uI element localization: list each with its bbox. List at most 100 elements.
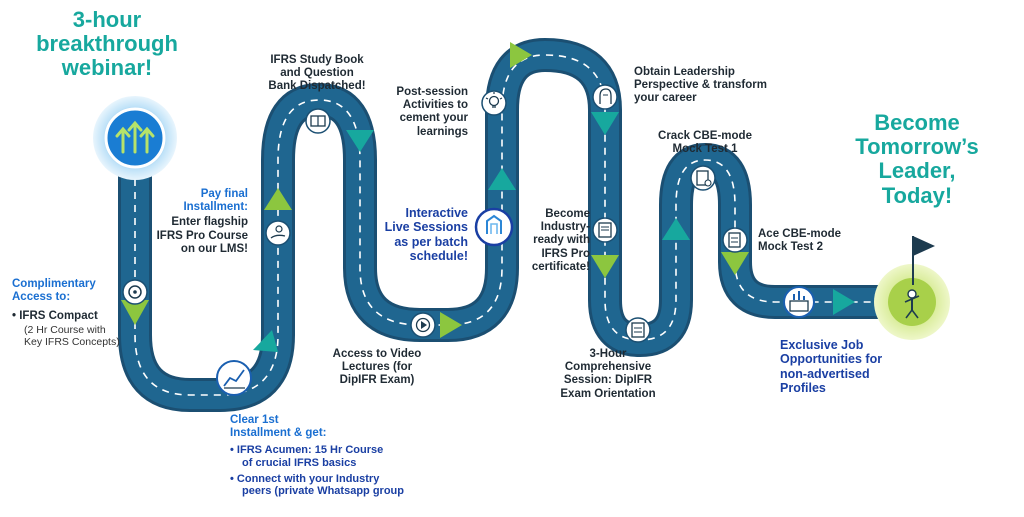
step-line: Mock Test 1 <box>672 143 738 156</box>
step-heading: Pay final <box>200 188 248 200</box>
book-icon <box>305 108 331 134</box>
step-bullet: peers (private Whatsapp group <box>242 485 404 498</box>
step-line: Interactive <box>405 206 468 220</box>
accent-chevron <box>121 300 149 325</box>
step-live: Interactive Live Sessions as per batch s… <box>376 206 468 264</box>
step-heading: Access to: <box>12 291 71 304</box>
step-line: Bank Dispatched! <box>268 80 366 93</box>
step-line: Become <box>545 208 590 220</box>
step-line: Lectures (for <box>341 361 413 374</box>
step-heading: Complimentary <box>12 278 96 290</box>
chart-icon <box>216 360 252 396</box>
step-mock-test-2: Ace CBE-mode Mock Test 2 <box>758 228 841 254</box>
accent-chevron <box>662 218 690 240</box>
accent-chevron <box>721 252 749 275</box>
step-post-session: Post-session Activities to cement your l… <box>390 86 468 139</box>
step-line: IFRS Study Book <box>270 54 364 66</box>
accent-chevron <box>264 188 292 210</box>
live-logo-icon <box>474 207 514 247</box>
arrows-up-icon <box>115 120 155 154</box>
step-line: Session: DipIFR <box>563 374 653 387</box>
step-line: Crack CBE-mode <box>658 130 752 142</box>
lightbulb-icon <box>481 90 507 116</box>
end-title-line: Become <box>874 110 960 135</box>
target-icon <box>122 279 148 305</box>
step-complimentary: Complimentary Access to: • IFRS Compact … <box>12 278 120 348</box>
title-line: 3-hour <box>72 7 142 32</box>
step-line: Industry- <box>540 221 590 234</box>
accent-chevron <box>253 330 278 352</box>
step-bullet: IFRS Acumen: 15 Hr Course <box>236 444 384 457</box>
step-mock-test-1: Crack CBE-mode Mock Test 1 <box>650 130 760 156</box>
bullet-icon: • <box>230 472 237 485</box>
step-line: cement your <box>399 112 468 125</box>
step-study-book: IFRS Study Book and Question Bank Dispat… <box>262 54 372 94</box>
step-heading: Installment & get: <box>230 427 327 440</box>
step-line: Exclusive Job <box>780 338 864 352</box>
end-title: Become Tomorrow’s Leader, Today! <box>852 110 982 208</box>
hand-money-icon <box>265 220 291 246</box>
play-icon <box>410 312 436 338</box>
accent-chevron <box>591 112 619 135</box>
step-clear-first: Clear 1st Installment & get: • IFRS Acum… <box>230 414 404 498</box>
accent-chevron <box>346 130 374 152</box>
step-leadership: Obtain Leadership Perspective & transfor… <box>634 66 767 106</box>
test-doc-icon <box>722 227 748 253</box>
step-line: Ace CBE-mode <box>758 228 842 240</box>
end-title-line: Leader, <box>878 158 956 184</box>
step-line: IFRS Pro <box>541 247 590 260</box>
step-comprehensive: 3-Hour Comprehensive Session: DipIFR Exa… <box>548 348 668 401</box>
test-doc-icon <box>690 165 716 191</box>
step-bullet: IFRS Compact <box>19 310 98 323</box>
step-line: certificate! <box>531 260 590 273</box>
step-line: Comprehensive <box>564 361 652 374</box>
accent-chevron <box>510 42 532 68</box>
step-line: and Question <box>280 67 354 80</box>
road-accents <box>121 42 855 352</box>
end-title-line: Today! <box>881 182 953 208</box>
step-line: Access to Video <box>332 348 422 360</box>
certificate-icon <box>592 217 618 243</box>
briefcase-chart-icon <box>783 286 815 318</box>
accent-chevron <box>833 289 855 315</box>
step-line: Opportunities for <box>780 352 883 367</box>
step-bullet: Connect with your Industry <box>236 472 380 485</box>
idea-head-icon <box>592 84 618 110</box>
step-line: IFRS Pro Course <box>156 229 248 242</box>
flag-achiever-icon <box>904 236 935 319</box>
step-heading: Clear 1st <box>230 414 279 426</box>
start-title: 3-hour breakthrough webinar! <box>12 7 202 81</box>
step-line: Post-session <box>396 86 468 98</box>
accent-chevron <box>591 255 619 278</box>
step-detail: Key IFRS Concepts) <box>24 335 120 348</box>
step-video: Access to Video Lectures (for DipIFR Exa… <box>322 348 432 388</box>
step-line: Enter flagship <box>171 216 248 229</box>
step-line: schedule! <box>409 249 468 264</box>
clipboard-icon <box>625 317 651 343</box>
step-line: 3-Hour <box>589 348 627 360</box>
step-line: learnings <box>416 125 468 138</box>
step-detail: (2 Hr Course with <box>24 323 106 336</box>
step-line: non-advertised <box>780 366 870 381</box>
step-heading: Installment: <box>183 201 248 214</box>
step-line: Obtain Leadership <box>634 66 735 78</box>
step-line: your career <box>634 92 697 105</box>
accent-chevron <box>488 168 516 190</box>
step-line: DipIFR Exam) <box>339 374 415 387</box>
step-bullet: of crucial IFRS basics <box>242 457 357 470</box>
title-line: webinar! <box>61 55 153 81</box>
step-line: on our LMS! <box>180 242 248 255</box>
end-title-line: Tomorrow’s <box>855 134 979 160</box>
step-line: Exam Orientation <box>560 387 656 400</box>
bullet-icon: • <box>12 310 20 323</box>
step-industry-ready: Become Industry- ready with IFRS Pro cer… <box>512 208 590 274</box>
step-line: Activities to <box>402 99 468 112</box>
step-line: ready with <box>533 234 590 247</box>
step-line: Profiles <box>780 381 826 396</box>
bullet-icon: • <box>230 444 237 457</box>
step-line: as per batch <box>394 234 468 249</box>
step-pay-final: Pay final Installment: Enter flagship IF… <box>150 188 248 256</box>
step-line: Live Sessions <box>384 220 468 235</box>
